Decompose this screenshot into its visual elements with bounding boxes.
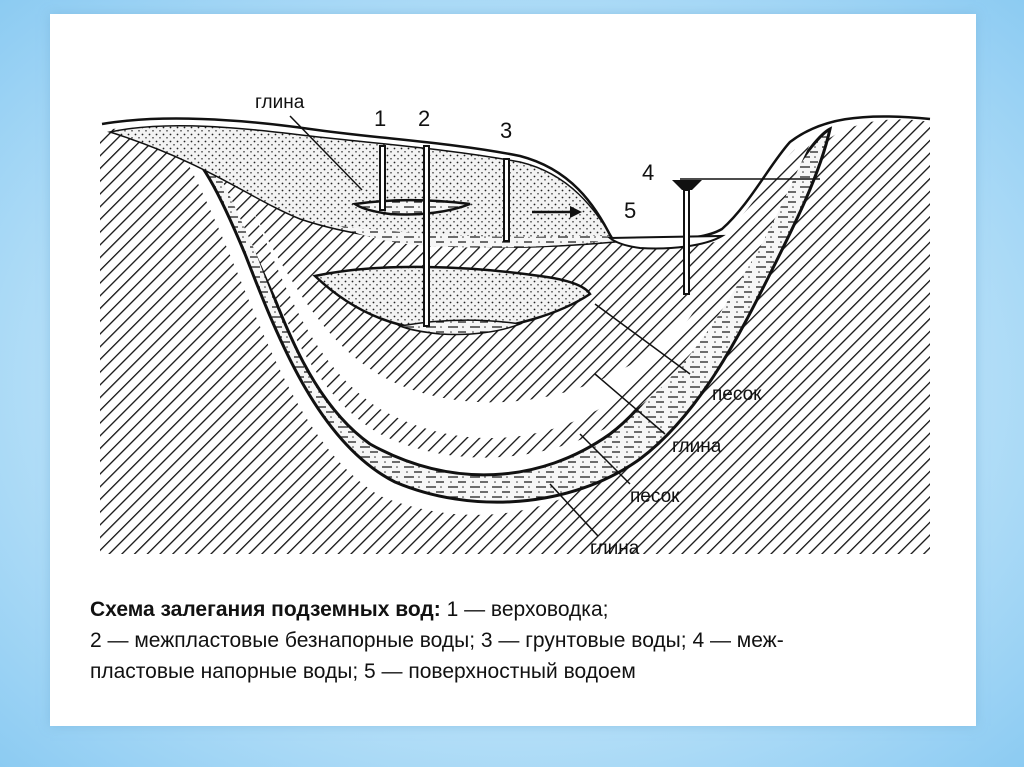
label-well-2: 2 xyxy=(418,106,430,131)
label-pond-5: 5 xyxy=(624,198,636,223)
label-clay-1: глина xyxy=(672,436,722,457)
label-sand-1: песок xyxy=(712,384,762,405)
flow-arrow-head xyxy=(570,206,582,218)
caption-line-1: Схема залегания подземных вод: 1 — верхо… xyxy=(90,594,950,625)
clay-layer-middle xyxy=(190,134,815,458)
well-4 xyxy=(683,189,690,295)
slide-card: глина 1 2 3 4 5 песок глина песок глина … xyxy=(50,14,976,726)
leader-sand1 xyxy=(594,303,691,375)
surface-water-pond xyxy=(607,234,726,250)
leader-sand2 xyxy=(579,433,631,485)
well-2 xyxy=(423,145,430,327)
figure-caption: Схема залегания подземных вод: 1 — верхо… xyxy=(90,594,950,687)
label-clay-top: глина xyxy=(255,92,305,113)
caption-line-3: пластовые напорные воды; 5 — поверхностн… xyxy=(90,660,636,683)
groundwater-diagram: глина 1 2 3 4 5 песок глина песок глина xyxy=(100,92,931,559)
leader-clay-top xyxy=(289,115,363,191)
caption-line-1-rest: 1 — верховодка; xyxy=(440,598,609,621)
label-well-3: 3 xyxy=(500,118,512,143)
well-1 xyxy=(379,145,386,211)
groundwater-band xyxy=(340,226,620,248)
caption-line-2: 2 — межпластовые безнапорные воды; 3 — г… xyxy=(90,629,784,652)
ground-surface xyxy=(101,115,931,241)
well-4-head xyxy=(672,180,702,190)
clay-layer-bottom xyxy=(100,119,930,554)
sand-aquifer-lower xyxy=(171,126,833,504)
well-3 xyxy=(503,158,510,242)
label-sand-2: песок xyxy=(630,486,680,507)
caption-title: Схема залегания подземных вод: xyxy=(90,598,441,621)
leader-clay2 xyxy=(549,483,599,537)
label-well-1: 1 xyxy=(374,106,386,131)
label-clay-2: глина xyxy=(590,538,640,559)
leader-clay1 xyxy=(594,373,666,435)
label-well-4: 4 xyxy=(642,160,654,185)
